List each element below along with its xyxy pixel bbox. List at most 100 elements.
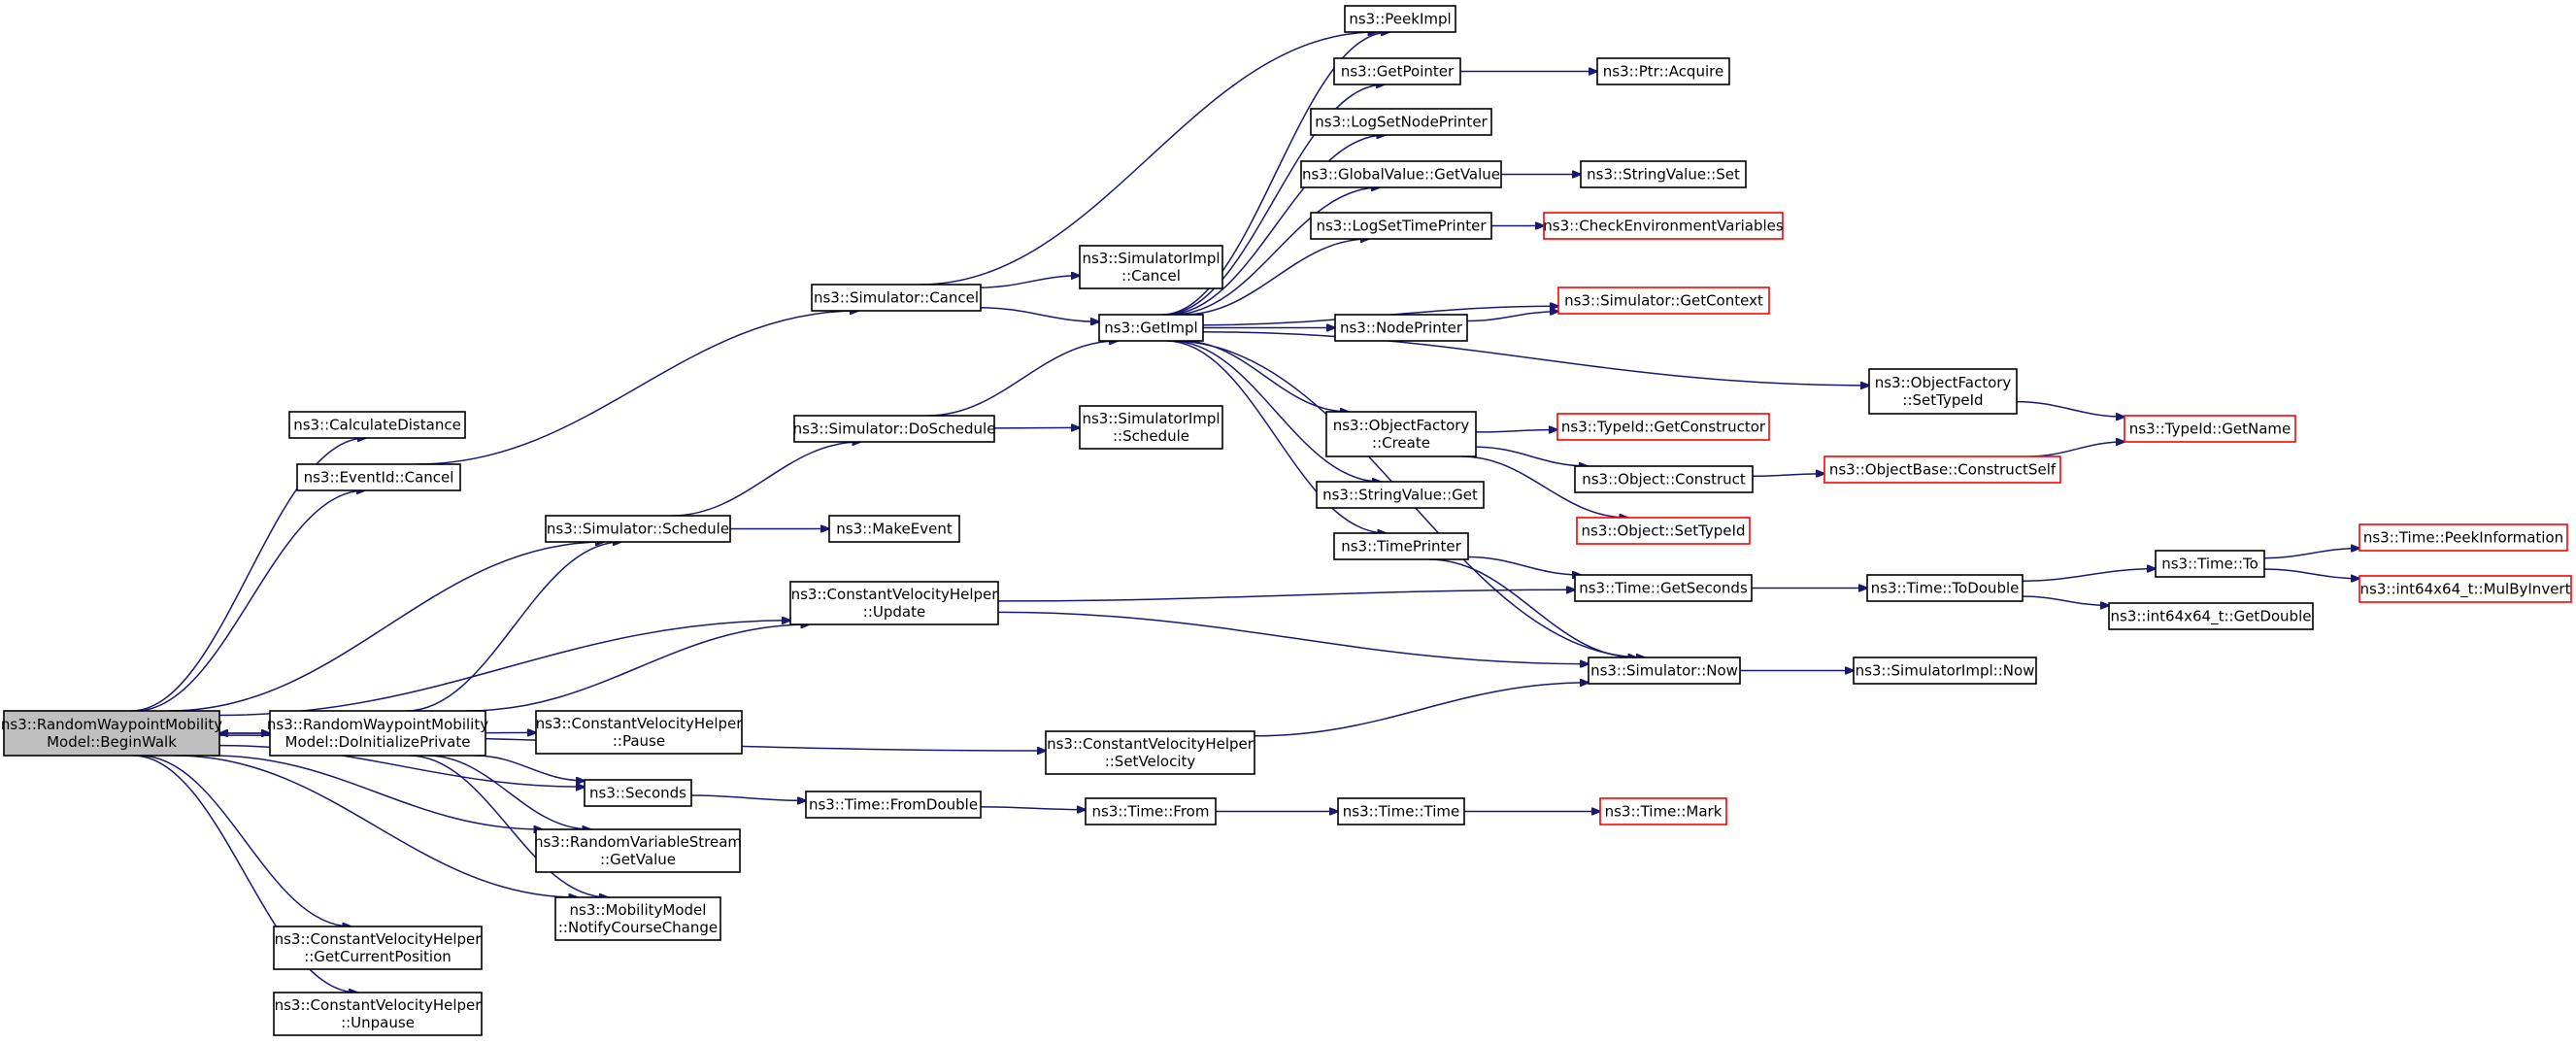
node-int64_getdouble[interactable]: ns3::int64x64_t::GetDouble [2108,602,2314,630]
edge-nodeprinter-to-sim_getcontext [1466,312,1558,322]
node-sim_now[interactable]: ns3::Simulator::Now [1588,657,1741,685]
node-label: ns3::GlobalValue::GetValue [1302,166,1500,184]
node-label: ns3::MobilityModel [570,901,707,919]
node-objectfactory_settypeid[interactable]: ns3::ObjectFactory::SetTypeId [1868,368,2018,415]
node-label: ::Schedule [1113,427,1189,445]
node-label: ns3::ConstantVelocityHelper [275,930,483,948]
node-rwm_doinit[interactable]: ns3::RandomWaypointMobilityModel::DoInit… [267,710,488,757]
node-globalvalue_getvalue[interactable]: ns3::GlobalValue::GetValue [1300,160,1502,188]
node-int64_mulbyinvert[interactable]: ns3::int64x64_t::MulByInvert [2359,575,2572,603]
node-label: ns3::int64x64_t::GetDouble [2111,608,2312,626]
node-cvh_update[interactable]: ns3::ConstantVelocityHelper::Update [789,581,999,625]
node-calc_distance[interactable]: ns3::CalculateDistance [288,411,466,439]
node-sim_schedule[interactable]: ns3::Simulator::Schedule [545,515,731,543]
node-label: ns3::Time::ToDouble [1871,580,2020,597]
node-box [828,515,960,543]
node-stringvalue_get[interactable]: ns3::StringValue::Get [1316,481,1485,509]
node-eventid_cancel[interactable]: ns3::EventId::Cancel [296,463,461,491]
node-label: ns3::RandomWaypointMobility [267,716,488,733]
node-objectbase_constructself[interactable]: ns3::ObjectBase::ConstructSelf [1823,455,2061,484]
node-cvh_unpause[interactable]: ns3::ConstantVelocityHelper::Unpause [273,992,483,1036]
node-nodeprinter[interactable]: ns3::NodePrinter [1334,314,1468,342]
edge-cvh_update-to-time_getseconds [997,589,1575,602]
node-rvs_getvalue[interactable]: ns3::RandomVariableStream::GetValue [534,828,742,873]
node-cvh_pause[interactable]: ns3::ConstantVelocityHelper::Pause [535,710,744,755]
edge-cvh_update-to-sim_now [997,611,1589,663]
node-getimpl[interactable]: ns3::GetImpl [1098,314,1204,342]
node-box [1325,411,1477,457]
node-object_construct[interactable]: ns3::Object::Construct [1574,465,1754,493]
node-label: ns3::SimulatorImpl [1082,410,1220,427]
node-label: ns3::Time::GetSeconds [1579,580,1748,597]
edge-begin_walk-to-sim_schedule [169,542,604,712]
node-time_from[interactable]: ns3::Time::From [1085,797,1217,825]
node-time_getseconds[interactable]: ns3::Time::GetSeconds [1574,574,1753,602]
node-box [1079,405,1223,450]
node-simimpl_now[interactable]: ns3::SimulatorImpl::Now [1853,657,2037,685]
node-logsetnodeprinter[interactable]: ns3::LogSetNodePrinter [1310,108,1492,136]
node-box [1588,657,1741,685]
node-box [1085,797,1217,825]
node-label: Model::DoInitializePrivate [285,733,471,751]
edge-getimpl-to-timeprinter [1165,340,1387,533]
node-label: ns3::Simulator::Cancel [814,289,979,307]
node-time_peekinformation[interactable]: ns3::Time::PeekInformation [2359,523,2568,552]
node-box [1543,212,1784,240]
node-getpointer[interactable]: ns3::GetPointer [1333,57,1461,85]
edge-object_construct-to-objectbase_constructself [1752,474,1824,477]
node-box [1333,57,1461,85]
node-label: ns3::Simulator::DoSchedule [793,421,996,438]
node-peekimpl[interactable]: ns3::PeekImpl [1344,5,1456,33]
node-logsettimeprinter[interactable]: ns3::LogSetTimePrinter [1310,212,1492,240]
node-label: ns3::Object::Construct [1582,471,1746,488]
node-begin_walk[interactable]: ns3::RandomWaypointMobilityModel::BeginW… [1,710,222,757]
node-box [1333,532,1469,560]
node-box [1574,465,1754,493]
node-cvh_getpos[interactable]: ns3::ConstantVelocityHelper::GetCurrentP… [273,926,483,970]
node-label: ns3::ObjectFactory [1875,374,2012,391]
node-label: ns3::Ptr::Acquire [1603,63,1723,81]
node-label: ns3::Object::SetTypeId [1582,522,1746,540]
node-stringvalue_set[interactable]: ns3::StringValue::Set [1580,160,1747,188]
node-simimpl_cancel[interactable]: ns3::SimulatorImpl::Cancel [1079,245,1223,289]
node-label: ns3::TimePrinter [1341,538,1461,556]
edge-getimpl-to-logsettimeprinter [1183,239,1369,316]
edge-getimpl-to-globalvalue_getvalue [1172,187,1381,316]
node-label: ns3::EventId::Cancel [304,469,454,487]
node-checkenv[interactable]: ns3::CheckEnvironmentVariables [1543,212,1784,240]
node-box [811,284,982,312]
node-ptr_acquire[interactable]: ns3::Ptr::Acquire [1596,57,1730,85]
node-cvh_setvelocity[interactable]: ns3::ConstantVelocityHelper::SetVelocity [1045,730,1255,775]
node-box [1098,314,1204,342]
edge-objectfactory_settypeid-to-typeid_getname [2016,400,2124,418]
node-seconds[interactable]: ns3::Seconds [584,779,692,807]
node-label: ns3::ConstantVelocityHelper [1047,735,1255,753]
node-simimpl_schedule[interactable]: ns3::SimulatorImpl::Schedule [1079,405,1223,450]
node-label: ::Cancel [1121,267,1181,285]
node-label: ::NotifyCourseChange [558,919,718,936]
node-time_time[interactable]: ns3::Time::Time [1337,797,1465,825]
node-makeevent[interactable]: ns3::MakeEvent [828,515,960,543]
node-timeprinter[interactable]: ns3::TimePrinter [1333,532,1469,560]
edge-sim_cancel-to-getimpl [980,307,1099,321]
node-box [554,896,721,941]
node-typeid_getname[interactable]: ns3::TypeId::GetName [2124,415,2296,443]
node-time_fromdouble[interactable]: ns3::Time::FromDouble [805,791,982,819]
node-sim_doschedule[interactable]: ns3::Simulator::DoSchedule [793,415,996,443]
node-label: ns3::TypeId::GetConstructor [1561,419,1766,436]
node-mm_notify[interactable]: ns3::MobilityModel::NotifyCourseChange [554,896,721,941]
node-time_mark[interactable]: ns3::Time::Mark [1599,797,1727,825]
node-typeid_getconstructor[interactable]: ns3::TypeId::GetConstructor [1556,413,1770,441]
node-label: ::GetValue [600,851,676,868]
edge-getimpl-to-logsetnodeprinter [1166,135,1386,316]
node-box [296,463,461,491]
node-time_to[interactable]: ns3::Time::To [2155,550,2265,578]
edge-begin_walk-to-rvs_getvalue [211,755,543,829]
node-sim_getcontext[interactable]: ns3::Simulator::GetContext [1557,286,1770,315]
node-objectfactory_create[interactable]: ns3::ObjectFactory::Create [1325,411,1477,457]
node-sim_cancel[interactable]: ns3::Simulator::Cancel [811,284,982,312]
node-time_todouble[interactable]: ns3::Time::ToDouble [1866,574,2024,602]
edge-seconds-to-time_fromdouble [690,794,806,800]
node-object_settypeid[interactable]: ns3::Object::SetTypeId [1576,517,1751,545]
